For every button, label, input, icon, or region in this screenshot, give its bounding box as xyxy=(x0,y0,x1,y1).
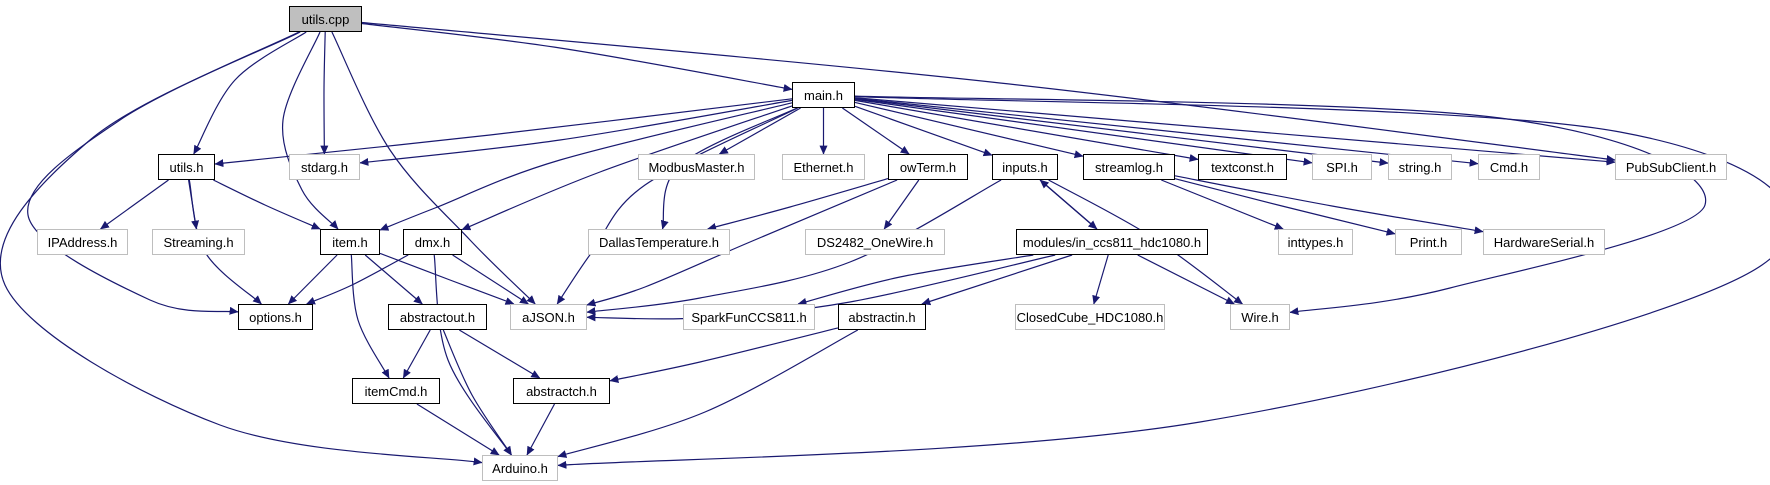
edge-item.h-to-itemCmd.h xyxy=(350,254,390,379)
graph-node-owterm-h[interactable]: owTerm.h xyxy=(888,154,968,180)
edge-abstractch.h-to-Arduino.h xyxy=(526,403,556,456)
edge-main.h-to-item.h xyxy=(379,102,793,231)
edge-main.h-to-stdarg.h xyxy=(359,99,793,166)
graph-node-arduino-h: Arduino.h xyxy=(482,455,558,481)
graph-node-abstractin-h[interactable]: abstractin.h xyxy=(838,304,926,330)
edge-itemCmd.h-to-Arduino.h xyxy=(416,403,500,456)
edge-item.h-to-abstractout.h xyxy=(364,254,423,305)
graph-node-ipaddress-h: IPAddress.h xyxy=(37,229,128,255)
edge-dmx.h-to-options.h xyxy=(306,254,409,305)
edge-inputs.h-to-aJSON.h xyxy=(586,179,1002,316)
graph-node-dallastemperature-h: DallasTemperature.h xyxy=(588,229,730,255)
edge-main.h-to-string.h xyxy=(854,98,1389,167)
edge-item.h-to-aJSON.h xyxy=(379,252,515,305)
edge-main.h-to-owTerm.h xyxy=(842,107,910,155)
edge-main.h-to-Arduino.h xyxy=(557,95,1770,469)
edge-utils.h-to-IPAddress.h xyxy=(100,179,169,230)
edge-streamlog.h-to-HardwareSerial.h xyxy=(1174,175,1484,235)
edge-utils.cpp-to-utils.h xyxy=(193,31,307,155)
graph-node-utils-h[interactable]: utils.h xyxy=(158,154,215,180)
edge-main.h-to-SPI.h xyxy=(854,98,1313,166)
edge-dmx.h-to-Arduino.h xyxy=(433,254,512,456)
edge-dmx.h-to-aJSON.h xyxy=(452,254,529,305)
edge-main.h-to-aJSON.h xyxy=(556,107,798,305)
edge-main.h-to-streamlog.h xyxy=(854,101,1084,159)
edge-streamlog.h-to-inttypes.h xyxy=(1161,179,1284,230)
edge-utils.cpp-to-main.h xyxy=(361,22,793,92)
graph-node-cmd-h: Cmd.h xyxy=(1478,154,1540,180)
graph-node-textconst-h[interactable]: textconst.h xyxy=(1198,154,1287,180)
graph-node-abstractch-h[interactable]: abstractch.h xyxy=(513,378,610,404)
edge-main.h-to-inputs.h xyxy=(854,105,993,157)
edge-modules/in_ccs811_hdc1080.h-to-SparkFunCCS811.h xyxy=(797,254,1034,306)
graph-node-stdarg-h: stdarg.h xyxy=(289,154,360,180)
graph-node-item-h[interactable]: item.h xyxy=(320,229,380,255)
graph-node-sparkfunccs811-h: SparkFunCCS811.h xyxy=(683,304,815,330)
edge-utils.h-to-item.h xyxy=(213,179,321,230)
edge-utils.cpp-to-Arduino.h xyxy=(0,31,483,466)
edge-modules/in_ccs811_hdc1080.h-to-inputs.h xyxy=(1039,179,1098,230)
edge-abstractout.h-to-abstractch.h xyxy=(458,329,541,379)
graph-node-modbusmaster-h: ModbusMaster.h xyxy=(638,154,755,180)
graph-node-string-h: string.h xyxy=(1388,154,1452,180)
graph-node-ethernet-h: Ethernet.h xyxy=(782,154,865,180)
graph-node-streamlog-h[interactable]: streamlog.h xyxy=(1083,154,1175,180)
edge-modules/in_ccs811_hdc1080.h-to-aJSON.h xyxy=(586,254,1056,322)
graph-node-hardwareserial-h: HardwareSerial.h xyxy=(1483,229,1605,255)
graph-node-streaming-h: Streaming.h xyxy=(152,229,245,255)
edge-main.h-to-Wire.h xyxy=(854,95,1707,316)
graph-node-print-h: Print.h xyxy=(1395,229,1462,255)
graph-node-itemcmd-h[interactable]: itemCmd.h xyxy=(352,378,440,404)
edge-utils.cpp-to-PubSubClient.h xyxy=(361,21,1616,163)
edge-abstractin.h-to-Arduino.h xyxy=(557,329,859,458)
edge-abstractout.h-to-itemCmd.h xyxy=(402,329,431,379)
graph-node-ds2482-onewire-h: DS2482_OneWire.h xyxy=(805,229,945,255)
graph-node-inttypes-h: inttypes.h xyxy=(1278,229,1353,255)
edge-utils.cpp-to-aJSON.h xyxy=(331,31,536,305)
edge-utils.cpp-to-item.h xyxy=(281,31,339,230)
edge-abstractin.h-to-abstractch.h xyxy=(609,327,839,384)
edge-modules/in_ccs811_hdc1080.h-to-abstractin.h xyxy=(921,254,1073,306)
edge-main.h-to-utils.h xyxy=(214,98,793,168)
graph-node-main-h[interactable]: main.h xyxy=(792,82,855,108)
graph-node-closedcube-hdc1080-h: ClosedCube_HDC1080.h xyxy=(1015,304,1165,330)
edge-utils.cpp-to-stdarg.h xyxy=(320,31,329,155)
edge-modules/in_ccs811_hdc1080.h-to-ClosedCube_HDC1080.h xyxy=(1092,254,1109,305)
edge-owTerm.h-to-aJSON.h xyxy=(586,179,898,307)
edge-main.h-to-ModbusMaster.h xyxy=(718,107,801,155)
edge-main.h-to-dmx.h xyxy=(461,105,793,231)
graph-node-spi-h: SPI.h xyxy=(1312,154,1372,180)
graph-node-modules-in-ccs811-hdc1080-h[interactable]: modules/in_ccs811_hdc1080.h xyxy=(1016,229,1208,255)
edge-main.h-to-textconst.h xyxy=(854,99,1199,162)
graph-node-dmx-h[interactable]: dmx.h xyxy=(403,229,462,255)
graph-node-utils-cpp[interactable]: utils.cpp xyxy=(289,6,362,32)
edge-owTerm.h-to-DallasTemperature.h xyxy=(707,178,889,231)
graph-node-inputs-h[interactable]: inputs.h xyxy=(992,154,1058,180)
graph-node-options-h[interactable]: options.h xyxy=(238,304,313,330)
graph-node-ajson-h: aJSON.h xyxy=(510,304,587,330)
graph-node-wire-h: Wire.h xyxy=(1230,304,1290,330)
edge-main.h-to-Cmd.h xyxy=(854,97,1479,167)
graph-node-abstractout-h[interactable]: abstractout.h xyxy=(388,304,487,330)
edge-modules/in_ccs811_hdc1080.h-to-Wire.h xyxy=(1137,254,1235,305)
edge-streamlog.h-to-Print.h xyxy=(1174,178,1396,236)
graph-node-pubsubclient-h: PubSubClient.h xyxy=(1615,154,1727,180)
edge-owTerm.h-to-DS2482_OneWire.h xyxy=(883,179,920,230)
edge-abstractout.h-to-Arduino.h xyxy=(442,329,513,456)
edge-main.h-to-PubSubClient.h xyxy=(854,97,1616,166)
edge-item.h-to-options.h xyxy=(287,254,338,305)
